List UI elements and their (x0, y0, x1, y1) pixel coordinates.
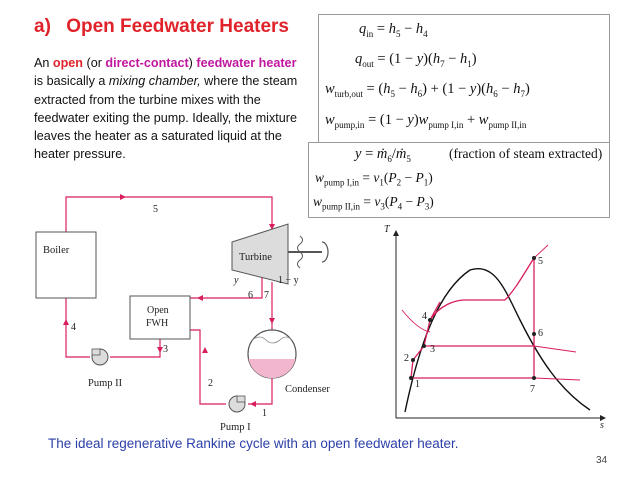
intro-text-5: where the steam extracted from the turbi… (34, 74, 298, 162)
schematic-state-2: 2 (208, 378, 213, 389)
schematic-state-4: 4 (71, 322, 76, 333)
ts-state-5: 5 (538, 256, 543, 267)
equation-q-out: qout = (1 − y)(h7 − h1) (355, 51, 477, 69)
equation-q-in: qin = h5 − h4 (359, 21, 428, 39)
schematic-state-5: 5 (153, 204, 158, 215)
slide-title: a) Open Feedwater Heaters (34, 16, 289, 38)
title-number: a) (34, 16, 51, 37)
equation-w-pump-1: wpump I,in = v1(P2 − P1) (315, 170, 433, 188)
intro-text-2: (or (83, 56, 106, 70)
intro-text-1: An (34, 56, 53, 70)
schematic-state-6: 6 (248, 290, 253, 301)
fwh-label-line1: Open (147, 305, 169, 316)
pipe-6-extraction (190, 277, 263, 299)
schematic-one-minus-y: 1 − y (278, 275, 299, 286)
equation-w-turb-out: wturb,out = (h5 − h6) + (1 − y)(h6 − h7) (325, 81, 530, 99)
keyword-mixing-chamber: mixing chamber, (108, 74, 201, 89)
pipe-1 (248, 378, 273, 405)
keyword-direct-contact: direct-contact (105, 56, 189, 70)
ts-state-3: 3 (430, 344, 435, 355)
title-text: Open Feedwater Heaters (66, 16, 289, 37)
intro-paragraph: An open (or direct-contact) feedwater he… (34, 54, 309, 164)
pipe-3 (110, 339, 161, 358)
ts-axis-t: T (384, 224, 391, 235)
ts-diagram: T s (384, 224, 606, 431)
ts-state-2: 2 (404, 353, 409, 364)
keyword-open: open (52, 56, 83, 70)
schematic-state-3: 3 (163, 344, 168, 355)
keyword-feedwater-heater: feedwater heater (196, 56, 297, 70)
equation-box-energy: qin = h5 − h4 qout = (1 − y)(h7 − h1) wt… (318, 14, 610, 146)
turbine-shape (231, 223, 289, 285)
boiler-label: Boiler (43, 245, 70, 256)
schematic-y-label: y (233, 275, 239, 286)
pump-1-label: Pump I (220, 422, 251, 433)
boiler-box (35, 231, 97, 299)
schematic-state-7: 7 (264, 290, 269, 301)
ts-state-4: 4 (422, 311, 427, 322)
pump-2-label: Pump II (88, 378, 123, 389)
equation-w-pump-2: wpump II,in = v3(P4 − P3) (313, 194, 434, 212)
equation-y: y = ṁ6/ṁ5 (355, 146, 411, 164)
figure-caption: The ideal regenerative Rankine cycle wit… (48, 436, 459, 451)
condenser-label: Condenser (285, 384, 330, 395)
ts-axis-s: s (600, 420, 604, 431)
ts-state-1: 1 (415, 379, 420, 390)
equation-w-pump-in: wpump,in = (1 − y)wpump I,in + wpump II,… (325, 112, 527, 130)
equation-box-pumps: y = ṁ6/ṁ5 (fraction of steam extracted) … (308, 142, 610, 218)
pipe-2 (190, 329, 226, 405)
equation-y-note: (fraction of steam extracted) (449, 146, 603, 161)
turbine-label: Turbine (239, 252, 272, 263)
pipe-5 (65, 196, 273, 234)
page-number: 34 (596, 455, 608, 466)
saturation-dome (404, 267, 591, 413)
ts-state-6: 6 (538, 328, 543, 339)
ts-state-7: 7 (530, 384, 535, 395)
intro-text-3: ) (188, 56, 197, 70)
intro-text-4: is basically a (34, 74, 109, 89)
schematic-state-1: 1 (262, 408, 267, 419)
fwh-label-line2: FWH (146, 318, 168, 329)
fwh-box (129, 295, 191, 340)
pipe-4 (65, 298, 90, 358)
